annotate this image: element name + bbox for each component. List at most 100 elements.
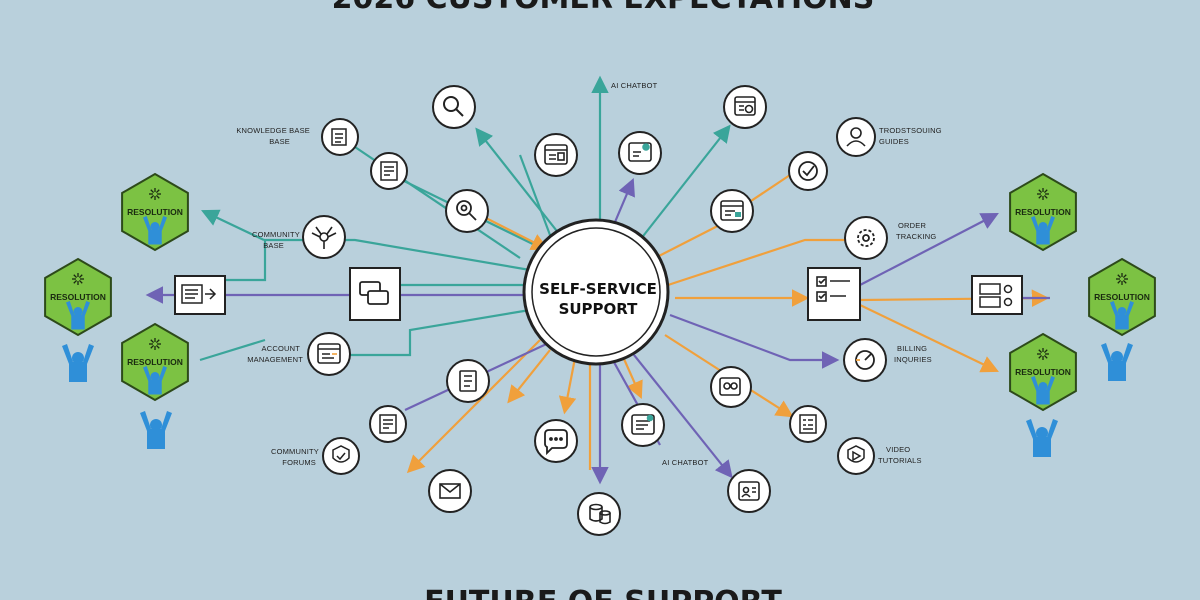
- mail-node: [428, 469, 472, 513]
- label-order-tracking-1: ORDER: [898, 221, 926, 230]
- form-icon: [380, 161, 398, 181]
- label-community-base-2: BASE: [263, 241, 284, 250]
- connector-teal: [199, 338, 266, 362]
- person-celebrating-icon: [143, 216, 167, 245]
- billing-gauge-icon: [855, 350, 875, 370]
- browser-window-icon: [720, 200, 744, 221]
- label-troubleshooting-1: TRODSTSOUING: [879, 126, 942, 135]
- sparkle-icon: [1037, 188, 1049, 200]
- label-community-forums-1: COMMUNITY: [271, 447, 319, 456]
- gear-icon: [857, 229, 875, 247]
- label-ai-chatbot-bottom: AI CHATBOT: [662, 458, 709, 467]
- clipboard-icon: [459, 370, 477, 392]
- browser-node: [710, 189, 754, 233]
- resolution-label: RESOLUTION: [1015, 207, 1071, 217]
- task-list-icon: [816, 276, 850, 302]
- network-hub-icon: [311, 226, 337, 249]
- sparkle-icon: [149, 188, 161, 200]
- connector-purple: [613, 177, 635, 223]
- browser-chart-icon: [734, 96, 756, 116]
- form-square-node: [174, 275, 226, 315]
- chat-bubble-node: [534, 419, 578, 463]
- resolution-badge: RESOLUTION: [1009, 172, 1077, 252]
- label-video-2: TUTORIALS: [878, 456, 922, 465]
- bottom-title: FUTURE OF SUPPORT: [424, 585, 782, 600]
- clipboard-node: [446, 359, 490, 403]
- connector-teal: [350, 308, 531, 357]
- resolution-label: RESOLUTION: [1094, 292, 1150, 302]
- resolution-label: RESOLUTION: [50, 292, 106, 302]
- gear-search-icon: [456, 200, 477, 221]
- toggle-panel-icon: [979, 283, 1013, 308]
- profile-node: [727, 469, 771, 513]
- connector-orange: [507, 349, 551, 404]
- chat-window-icon: [628, 142, 652, 162]
- forum-doc-node: [369, 405, 407, 443]
- analytics-browser-node: [723, 85, 767, 129]
- faces-icon: [719, 377, 741, 396]
- resolution-badge: RESOLUTION: [121, 172, 189, 252]
- article-icon: [544, 144, 568, 165]
- connector-orange: [744, 174, 791, 206]
- label-order-tracking-2: TRACKING: [896, 232, 936, 241]
- troubleshooting-node: [836, 117, 876, 157]
- connector-teal: [639, 124, 731, 241]
- label-video-1: VIDEO: [886, 445, 910, 454]
- community-forums-node: [322, 437, 360, 475]
- person-celebrating-icon: [1026, 419, 1058, 457]
- order-tracking-node: [844, 216, 888, 260]
- settings-square-node: [971, 275, 1023, 315]
- check-circle-icon: [798, 161, 818, 181]
- label-community-forums-2: FORUMS: [282, 458, 316, 467]
- resolution-label: RESOLUTION: [127, 357, 183, 367]
- person-celebrating-icon: [143, 366, 167, 395]
- label-billing-2: INQURIES: [894, 355, 932, 364]
- settings-search-node: [445, 189, 489, 233]
- connector-teal: [210, 238, 531, 282]
- hub-label-line1: SELF-SERVICE: [539, 280, 657, 298]
- connector-orange: [558, 357, 577, 415]
- sparkle-icon: [1037, 348, 1049, 360]
- chat-bubbles-icon: [359, 281, 389, 305]
- connector-teal: [518, 154, 552, 236]
- connector-orange: [667, 238, 850, 287]
- notes-icon: [379, 414, 397, 434]
- knowledge-doc-node: [370, 152, 408, 190]
- database-node: [577, 492, 621, 536]
- checkmark-node: [788, 151, 828, 191]
- person-celebrating-icon: [66, 301, 90, 330]
- faq-node: [710, 366, 752, 408]
- sparkle-icon: [72, 273, 84, 285]
- label-troubleshooting-2: GUIDES: [879, 137, 909, 146]
- profile-card-icon: [738, 481, 760, 501]
- resolution-label: RESOLUTION: [127, 207, 183, 217]
- connector-purple: [669, 313, 840, 369]
- chat-window-icon: [631, 414, 655, 435]
- connector-teal: [475, 127, 561, 236]
- account-management-node: [307, 332, 351, 376]
- billing-inquiries-node: [843, 338, 887, 382]
- label-ai-chatbot-top: AI CHATBOT: [611, 81, 658, 90]
- connector-orange: [859, 304, 999, 373]
- resolution-badge: RESOLUTION: [1088, 257, 1156, 337]
- shield-check-icon: [332, 445, 350, 463]
- label-knowledge-base-1: KNOWLEDGE BASE: [236, 126, 310, 135]
- top-title: 2026 CUSTOMER EXPECTATIONS: [332, 0, 875, 16]
- hub-label-line2: SUPPORT: [559, 300, 639, 318]
- resolution-label: RESOLUTION: [1015, 367, 1071, 377]
- resolution-group: RESOLUTION RESOLUTION RESOLUTION RESOLUTION…: [44, 172, 1156, 457]
- user-icon: [846, 127, 866, 147]
- person-celebrating-icon: [1110, 301, 1134, 330]
- connector-teal: [201, 209, 265, 241]
- account-window-icon: [317, 343, 341, 364]
- connector-orange: [406, 339, 541, 474]
- sparkle-icon: [149, 338, 161, 350]
- search-node: [432, 85, 476, 129]
- label-community-base-1: COMMUNITY: [252, 230, 300, 239]
- sparkle-icon: [1116, 273, 1128, 285]
- resolution-badge: RESOLUTION: [44, 257, 112, 337]
- video-shield-icon: [847, 445, 865, 463]
- mail-icon: [439, 483, 461, 499]
- database-icon: [589, 503, 611, 525]
